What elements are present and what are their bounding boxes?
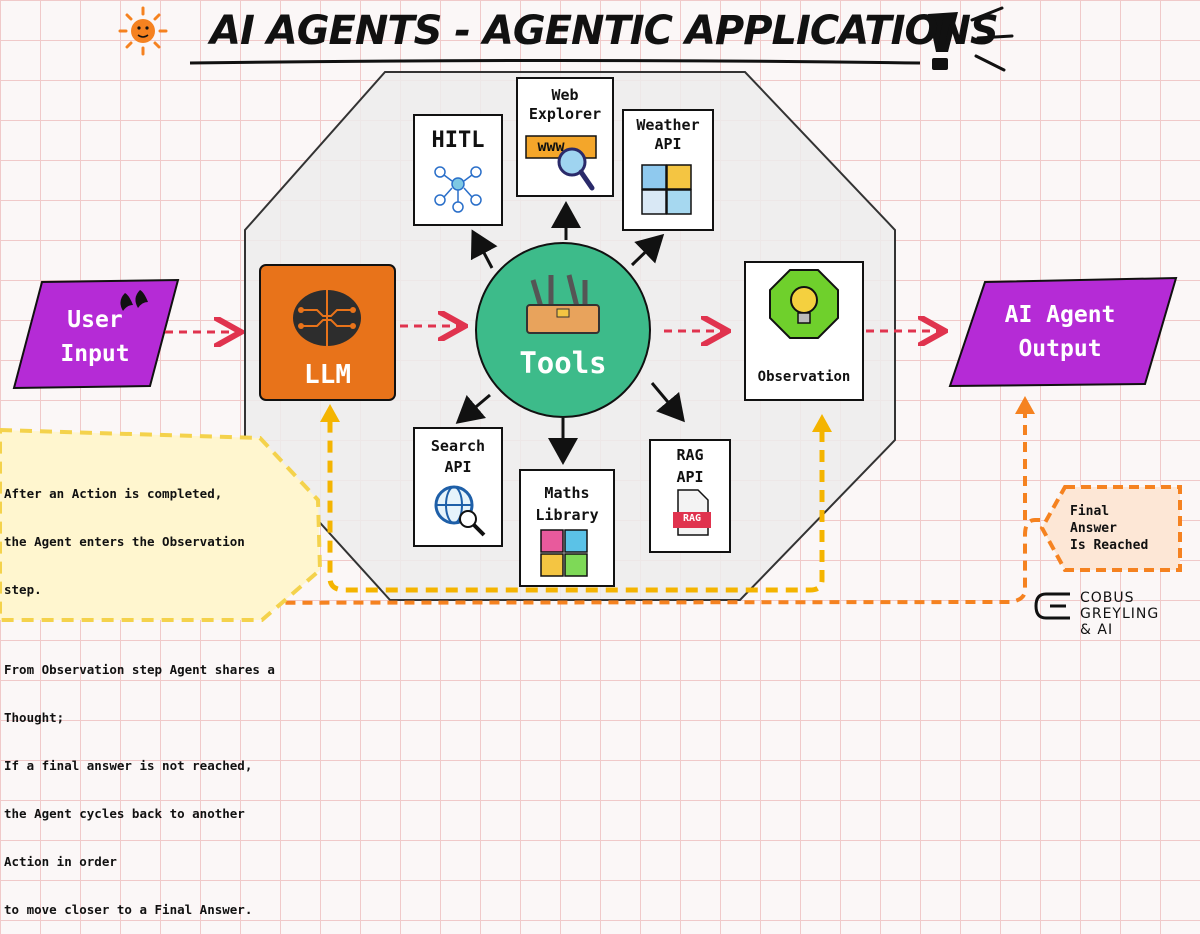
output-node <box>948 276 1178 388</box>
observation-loop <box>327 410 825 593</box>
user-input-label: User Input <box>30 303 160 371</box>
maths-library-line-2: Library <box>535 506 599 524</box>
llm-label: LLM <box>304 360 351 390</box>
note-line: Thought; <box>4 710 65 725</box>
output-return-arrowhead <box>1015 396 1035 414</box>
note-line: the Agent enters the Observation <box>4 534 245 549</box>
brand-line-1: COBUS GREYLING <box>1080 590 1160 622</box>
title-underline <box>189 59 921 65</box>
search-api-label: Search API <box>414 436 502 478</box>
final-answer-badge <box>1039 485 1182 572</box>
weather-api-label: Weather API <box>623 116 713 154</box>
page-title: AI AGENTS - AGENTIC APPLICATIONS <box>210 8 999 54</box>
hitl-label: HITL <box>431 128 485 153</box>
web-explorer-label: Web Explorer <box>517 86 613 124</box>
magnifier-icon <box>557 147 595 191</box>
user-input-line-1: User <box>67 307 123 333</box>
final-answer-line-3: Is Reached <box>1070 538 1149 553</box>
loop-arrowheads <box>320 404 832 432</box>
explanation-note: After an Action is completed, the Agent … <box>4 454 275 934</box>
quote-icon <box>120 290 148 311</box>
note-line: After an Action is completed, <box>4 486 223 501</box>
note-line: to move closer to a Final Answer. <box>4 902 253 917</box>
tools-label: Tools <box>519 346 607 380</box>
hitl-card <box>413 114 503 226</box>
output-line-1: AI Agent <box>1004 302 1116 328</box>
final-answer-line-1: Final <box>1070 504 1110 519</box>
brand-name: COBUS GREYLING & AI <box>1080 590 1200 638</box>
web-explorer-card <box>516 77 614 197</box>
calculator-icon <box>540 529 588 577</box>
flow-arrows <box>165 326 942 332</box>
brain-icon <box>293 290 361 346</box>
user-input-line-2: Input <box>60 341 130 367</box>
weather-api-line-2: API <box>654 135 682 153</box>
user-input-node <box>12 278 180 390</box>
note-box <box>0 427 323 622</box>
diagram-canvas <box>0 6 1182 622</box>
lightbulb-glyph <box>790 286 818 324</box>
maths-library-card <box>519 469 615 587</box>
web-explorer-line-2: Explorer <box>528 105 602 123</box>
final-answer-line-2: Answer <box>1070 521 1117 536</box>
observation-label: Observation <box>757 369 851 385</box>
toolbox-icon <box>526 274 600 334</box>
rag-api-label: RAG API <box>650 444 730 488</box>
brand-line-2: & AI <box>1080 622 1114 638</box>
tool-arrows <box>455 201 685 465</box>
web-explorer-line-1: Web <box>551 86 579 104</box>
final-answer-path <box>19 518 1040 605</box>
weather-icon <box>641 164 692 215</box>
brand-logo-icon <box>1034 592 1070 620</box>
weather-api-line-1: Weather <box>636 116 700 134</box>
network-icon <box>434 166 482 213</box>
rag-file-label: RAG <box>682 513 702 524</box>
maths-library-label: Maths Library <box>520 482 614 526</box>
output-label: AI Agent Output <box>960 298 1160 366</box>
note-line: From Observation step Agent shares a <box>4 662 275 677</box>
weather-api-card <box>622 109 714 231</box>
sun-icon <box>118 6 168 56</box>
note-line: step. <box>4 582 42 597</box>
globe-search-icon <box>434 485 486 537</box>
exclamation-icon <box>928 6 1014 72</box>
www-sign: www <box>537 137 565 155</box>
file-icon <box>673 489 711 536</box>
maths-library-line-1: Maths <box>544 484 590 502</box>
search-api-line-2: API <box>444 458 472 476</box>
rag-api-card <box>649 439 731 553</box>
rag-api-line-2: API <box>676 468 704 486</box>
final-answer-label: Final Answer Is Reached <box>1070 503 1176 554</box>
rag-api-line-1: RAG <box>676 446 704 464</box>
search-api-line-1: Search <box>430 437 486 455</box>
note-line: If a final answer is not reached, <box>4 758 253 773</box>
note-line: Action in order <box>4 854 117 869</box>
search-api-card <box>413 427 503 547</box>
output-line-2: Output <box>1018 336 1102 362</box>
note-line: the Agent cycles back to another <box>4 806 245 821</box>
